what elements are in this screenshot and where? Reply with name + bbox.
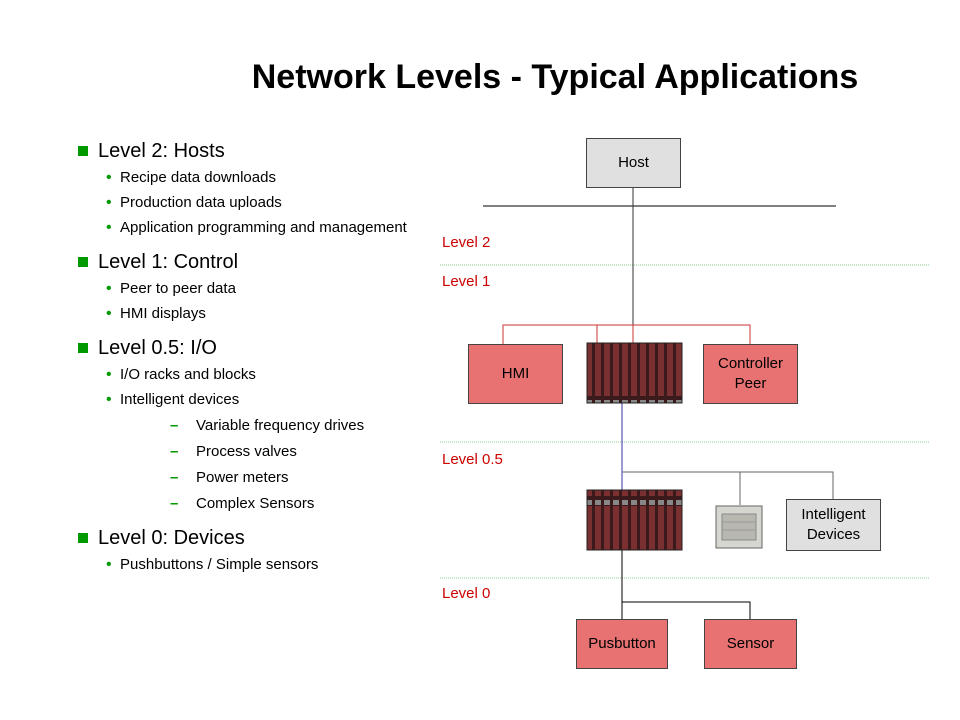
sub-bullet: • Intelligent devices <box>70 389 440 411</box>
hmi-box: HMI <box>468 344 563 404</box>
slide-title: Network Levels - Typical Applications <box>251 58 859 96</box>
pushbutton-box: Pusbutton <box>576 619 668 669</box>
dot-bullet-icon: • <box>106 556 112 573</box>
peer-label: Peer <box>734 375 767 392</box>
io-network-line <box>622 471 834 500</box>
intelligent-label: Intelligent <box>801 506 866 523</box>
level-0-label: Level 0 <box>442 585 491 602</box>
sub-bullet-text: Peer to peer data <box>120 280 236 297</box>
square-bullet-icon <box>78 146 88 156</box>
sub-bullet-text: Intelligent devices <box>120 391 240 408</box>
bullet-label: Level 1: Control <box>98 251 239 273</box>
hmi-label: HMI <box>501 365 530 382</box>
sub-bullet-text: Production data uploads <box>120 194 282 211</box>
level-0-5-label: Level 0.5 <box>442 451 503 468</box>
devices-label: Devices <box>806 526 861 543</box>
dash-bullet-icon: – <box>170 417 179 434</box>
bullet-list: Level 2: Hosts • Recipe data downloads • P… <box>70 130 440 576</box>
pushbutton-label: Pusbutton <box>588 635 656 652</box>
sub-sub-bullet: –Power meters <box>70 467 440 489</box>
square-bullet-icon <box>78 533 88 543</box>
sub-sub-bullet: –Complex Sensors <box>70 493 440 515</box>
bullet-level-0-5: Level 0.5: I/O <box>70 335 440 361</box>
io-rack-icon <box>586 489 683 551</box>
level-1-label: Level 1 <box>442 273 491 290</box>
dot-bullet-icon: • <box>106 366 112 383</box>
dot-bullet-icon: • <box>106 391 112 408</box>
sub-bullet-text: HMI displays <box>120 305 206 322</box>
dash-bullet-icon: – <box>170 469 179 486</box>
sub-bullet-text: Pushbuttons / Simple sensors <box>120 556 319 573</box>
control-network-line <box>502 324 751 345</box>
sub-bullet: • Recipe data downloads <box>70 167 440 189</box>
controller-peer-box: Controller Peer <box>703 344 798 404</box>
bullet-label: Level 0.5: I/O <box>98 337 217 359</box>
bullet-level-2: Level 2: Hosts <box>70 138 440 164</box>
sub-bullet: • Production data uploads <box>70 192 440 214</box>
controller-label: Controller <box>717 355 784 372</box>
sub-bullet: • Application programming and management <box>70 217 420 239</box>
dot-bullet-icon: • <box>106 280 112 297</box>
bullet-level-1: Level 1: Control <box>70 249 440 275</box>
square-bullet-icon <box>78 257 88 267</box>
sub-sub-bullet-text: Complex Sensors <box>196 495 315 512</box>
intelligent-devices-box: Intelligent Devices <box>786 499 881 551</box>
sensor-label: Sensor <box>726 635 775 652</box>
bullet-label: Level 0: Devices <box>98 527 245 549</box>
sub-bullet: • I/O racks and blocks <box>70 364 440 386</box>
sub-bullet-text: I/O racks and blocks <box>120 366 256 383</box>
dash-bullet-icon: – <box>170 495 179 512</box>
sub-sub-bullet-text: Power meters <box>196 469 289 486</box>
bullet-label: Level 2: Hosts <box>98 140 225 162</box>
level-2-label: Level 2 <box>442 234 491 251</box>
host-label: Host <box>618 154 649 171</box>
dash-bullet-icon: – <box>170 443 179 460</box>
sub-bullet: • HMI displays <box>70 303 440 325</box>
dot-bullet-icon: • <box>106 219 112 236</box>
plc-rack-icon <box>586 342 683 404</box>
sub-bullet: • Peer to peer data <box>70 278 440 300</box>
sub-sub-bullet-text: Process valves <box>196 443 297 460</box>
sub-bullet-text: Recipe data downloads <box>120 169 276 186</box>
dot-bullet-icon: • <box>106 305 112 322</box>
square-bullet-icon <box>78 343 88 353</box>
host-box: Host <box>586 138 681 188</box>
sub-sub-bullet: –Process valves <box>70 441 440 463</box>
sub-bullet: • Pushbuttons / Simple sensors <box>70 554 440 576</box>
dot-bullet-icon: • <box>106 169 112 186</box>
bullet-level-0: Level 0: Devices <box>70 525 440 551</box>
sensor-box: Sensor <box>704 619 797 669</box>
sub-bullet-text: Application programming and management <box>120 219 407 236</box>
sub-sub-bullet: –Variable frequency drives <box>70 415 440 437</box>
dot-bullet-icon: • <box>106 194 112 211</box>
sub-sub-bullet-text: Variable frequency drives <box>196 417 365 434</box>
